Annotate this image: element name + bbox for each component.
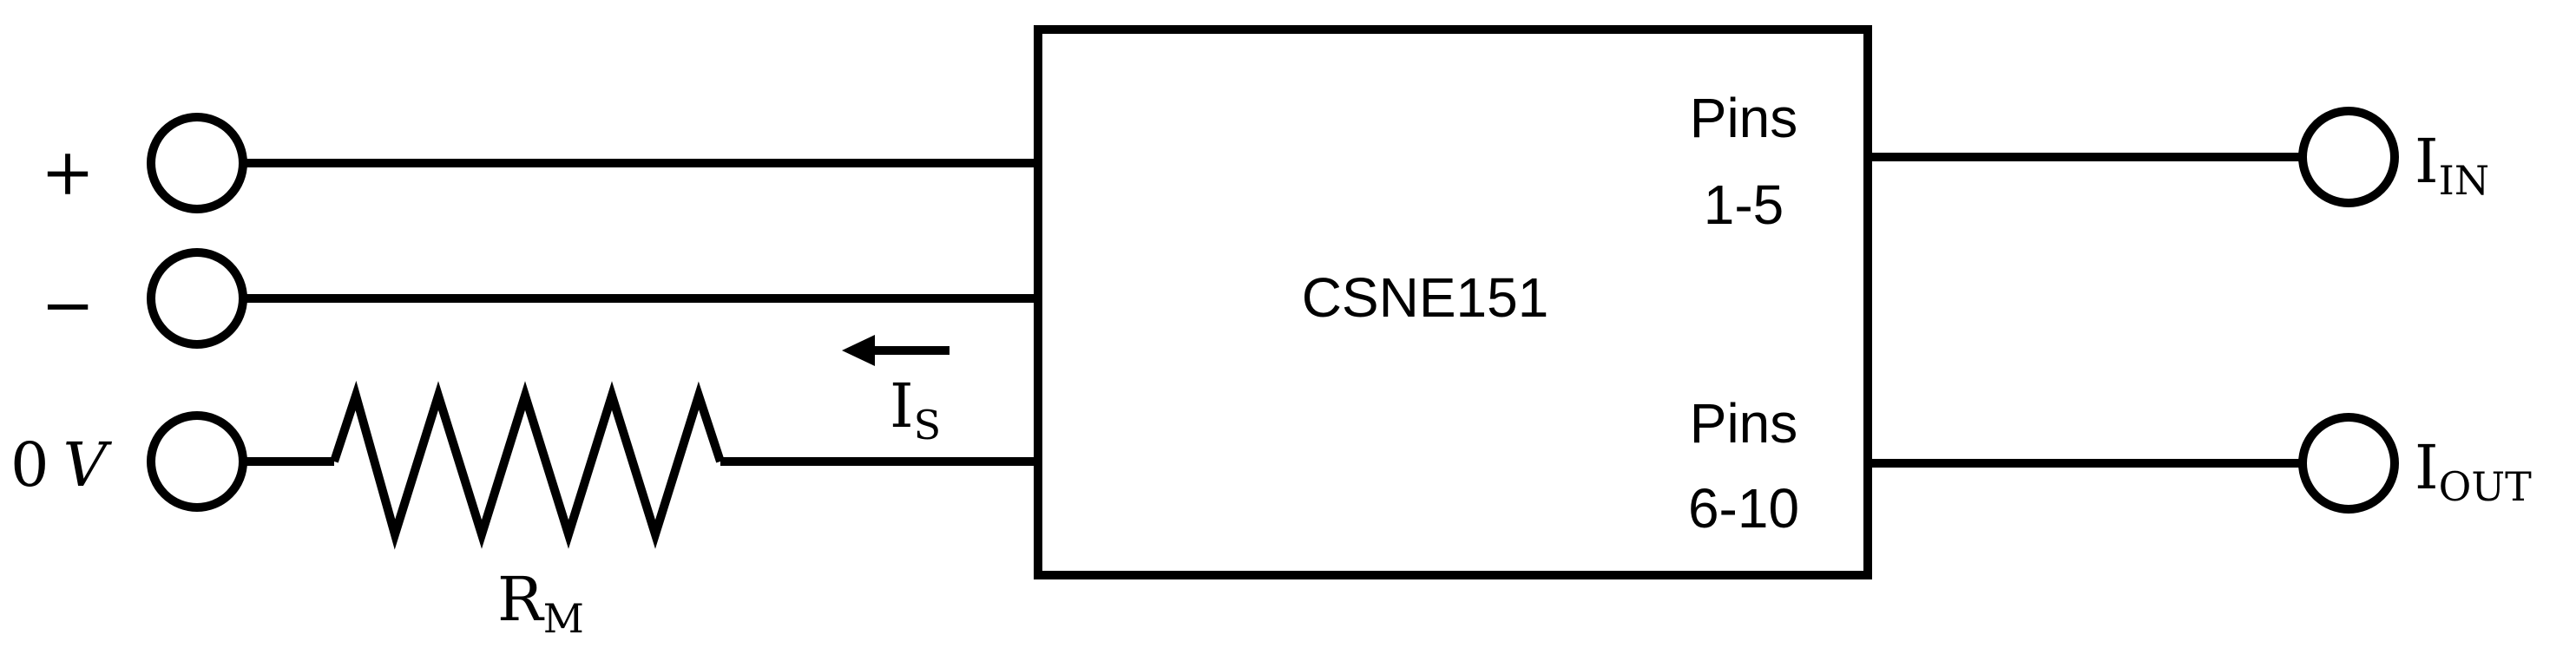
label-resistor-rm: RM [497, 564, 584, 642]
chip-pins-bottom-line1: Pins [1690, 392, 1798, 455]
resistor-rm-zigzag [330, 380, 725, 550]
terminal-minus [147, 248, 247, 349]
chip-pins-top-line2: 1-5 [1704, 173, 1784, 236]
label-plus: + [41, 135, 95, 210]
terminal-plus [147, 113, 247, 213]
label-iin: IIN [2415, 126, 2489, 204]
label-minus: − [41, 268, 95, 343]
terminal-iin [2298, 107, 2399, 207]
label-current-is: IS [890, 370, 941, 448]
chip-pins-bottom-line2: 6-10 [1688, 477, 1799, 540]
terminal-iout [2298, 413, 2399, 514]
label-iout: IOUT [2415, 432, 2532, 510]
chip-name: CSNE151 [1302, 266, 1549, 329]
current-arrow-head [842, 335, 875, 366]
chip-pins-top-line1: Pins [1690, 87, 1798, 149]
terminal-zero-v [147, 411, 247, 512]
